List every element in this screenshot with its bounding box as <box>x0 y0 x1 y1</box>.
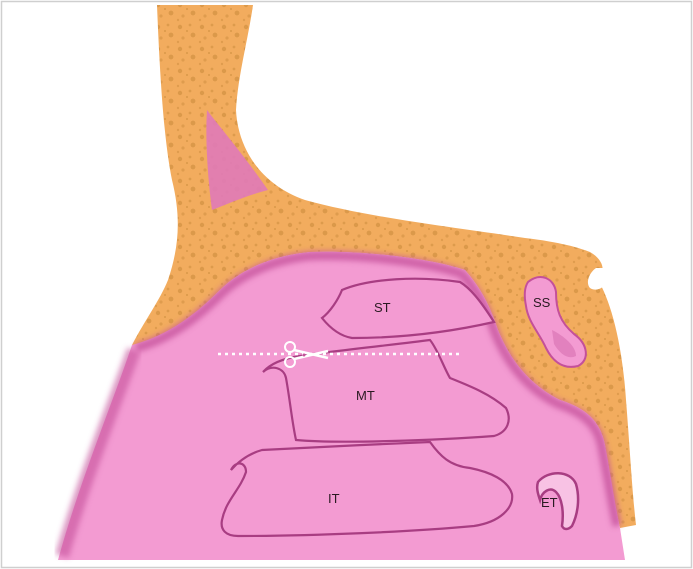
label-ss: SS <box>533 295 551 310</box>
label-mt: MT <box>356 388 375 403</box>
label-et: ET <box>541 495 558 510</box>
label-it: IT <box>328 491 340 506</box>
label-st: ST <box>374 300 391 315</box>
